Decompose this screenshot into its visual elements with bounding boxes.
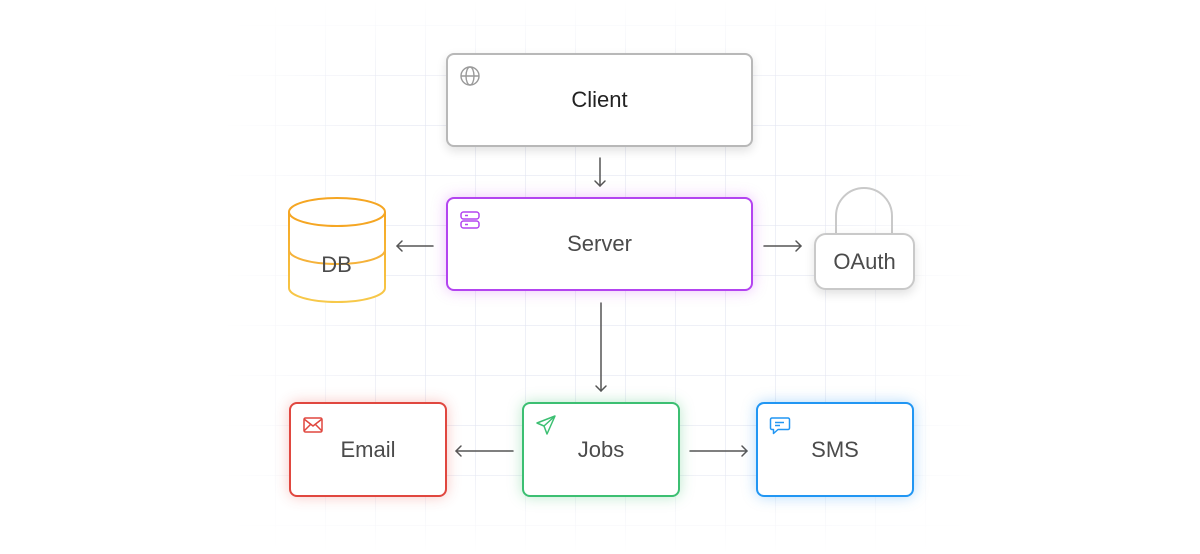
sms-node[interactable]: SMS (756, 402, 914, 497)
arrow-client-server (594, 157, 606, 187)
arrow-server-db (396, 240, 434, 252)
globe-icon (460, 66, 480, 86)
sms-label: SMS (811, 436, 859, 462)
email-node[interactable]: Email (289, 402, 447, 497)
server-node[interactable]: Server (446, 197, 753, 291)
arrow-jobs-sms (689, 445, 748, 457)
server-icon (460, 211, 480, 229)
oauth-label: OAuth (833, 248, 896, 274)
message-icon (769, 417, 791, 435)
client-node[interactable]: Client (446, 53, 753, 147)
oauth-node[interactable]: OAuth (814, 233, 915, 290)
db-label: DB (321, 252, 352, 277)
email-label: Email (340, 436, 396, 462)
client-label: Client (571, 87, 628, 112)
arrow-jobs-email (455, 445, 514, 457)
db-cylinder[interactable] (288, 197, 386, 303)
mail-icon (303, 417, 323, 433)
arrow-server-oauth (763, 240, 802, 252)
send-icon (536, 415, 556, 435)
oauth-shackle (835, 187, 893, 234)
jobs-node[interactable]: Jobs (522, 402, 680, 497)
arrow-server-jobs (595, 302, 607, 392)
jobs-label: Jobs (577, 436, 625, 462)
server-label: Server (567, 231, 632, 256)
